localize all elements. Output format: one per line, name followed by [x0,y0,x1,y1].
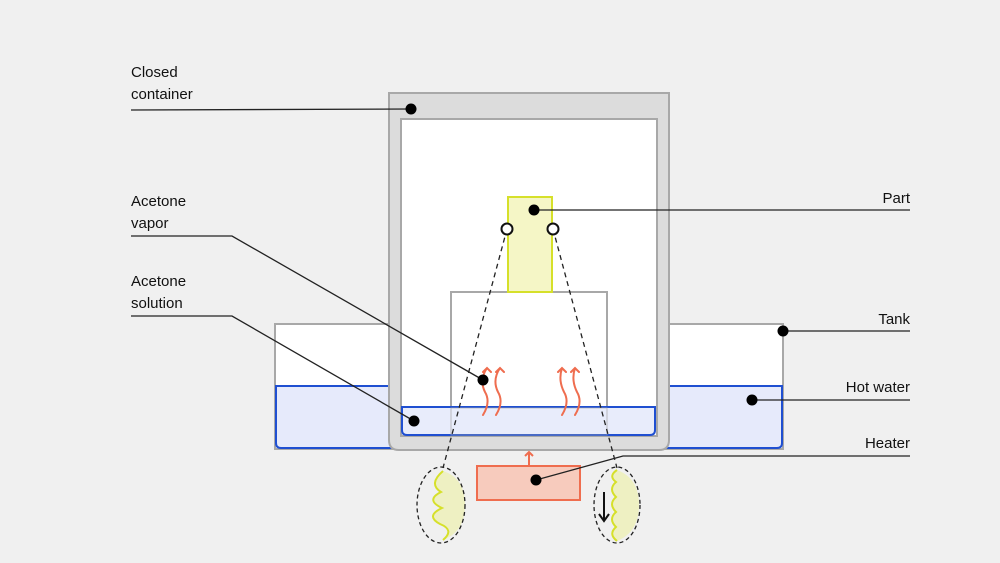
arrow-down-icon [598,492,610,523]
leader-acetone-solution [131,315,415,422]
leader-closed-container [130,108,412,111]
marker-heater [530,474,542,486]
marker-closed-container [405,103,417,115]
leader-heater [535,455,910,481]
marker-part [528,204,540,216]
label-acetone-solution: Acetone solution [131,273,190,312]
label-closed-container: Closed container [131,64,193,103]
acetone-solution [401,406,656,436]
marker-hot-water [746,394,758,406]
surface-detail-before [416,466,466,544]
surface-detail-after [593,466,641,544]
leader-acetone-vapor [131,235,484,381]
marker-tank [777,325,789,337]
marker-acetone-vapor [477,374,489,386]
detail-point-left [500,222,514,236]
marker-acetone-solution [408,415,420,427]
heat-arrow-icon [524,450,534,465]
label-hot-water: Hot water [846,379,910,396]
label-acetone-vapor: Acetone vapor [131,193,190,232]
heater [476,465,581,501]
detail-point-right [546,222,560,236]
label-part: Part [882,190,910,207]
label-tank: Tank [878,311,910,328]
label-heater: Heater [865,435,910,452]
